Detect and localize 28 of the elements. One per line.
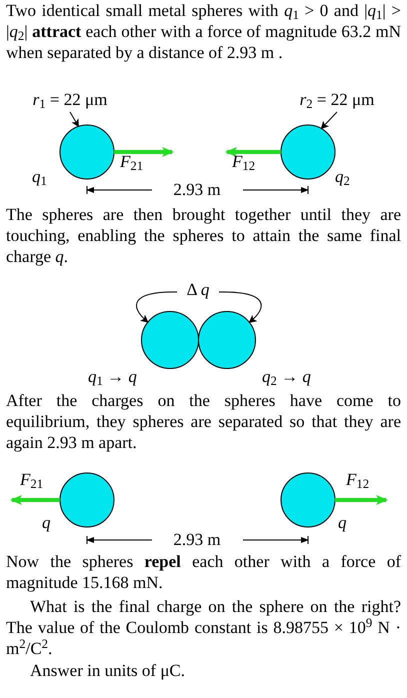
charge-label: q$_{2}$ → q	[262, 367, 311, 386]
force-label: F$_{12}$	[346, 470, 370, 490]
sphere	[280, 472, 336, 528]
leader-arrow	[70, 112, 79, 128]
charge-label: q	[42, 513, 50, 532]
force-label: F$_{21}$	[120, 152, 144, 172]
force-label: F$_{21}$	[20, 470, 44, 490]
charge-label: q$_{2}$	[335, 167, 350, 186]
force-label: F$_{12}$	[232, 152, 256, 172]
paragraph-text: Now the spheres repel each other with a force of magnitude 15.168 mN.	[6, 551, 401, 593]
leader-arrow	[218, 292, 262, 323]
sphere	[60, 124, 114, 180]
sphere	[60, 472, 114, 528]
paragraph-text: Two identical small metal spheres with q$_{1}$ > 0 and |q$_{1}$| > |q$_{2}$| attract each other with a force of magnitude 63.2 mN when separated by a distance of 2.93 m .	[6, 0, 401, 63]
charge-label: q$_{1}$ → q	[88, 367, 137, 386]
sphere	[198, 311, 256, 369]
sphere	[141, 311, 199, 369]
paragraph-text: Answer in units of μC.	[29, 660, 186, 681]
charge-label: q$_{1}$	[32, 167, 47, 186]
leader-arrow	[136, 292, 178, 323]
paragraph-text: After the charges on the spheres have come to equilibrium, they spheres are separated so that they are again 2.93 m apart.	[6, 390, 401, 453]
dimension-label: 2.93 m	[173, 530, 221, 550]
leader-arrow	[320, 112, 338, 130]
dimension-label: 2.93 m	[173, 180, 221, 200]
paragraph-text: What is the final charge on the sphere on the right? The value of the Coulomb constant is 8.98755 × 10$^{9}$ N · m$^{2}$/C$^{2}$.	[6, 596, 401, 659]
paragraph-text: The spheres are then brought together until they are touching, enabling the spheres to attain the same final charge q.	[6, 204, 401, 267]
charge-label: q	[338, 513, 346, 532]
sphere	[280, 124, 336, 180]
